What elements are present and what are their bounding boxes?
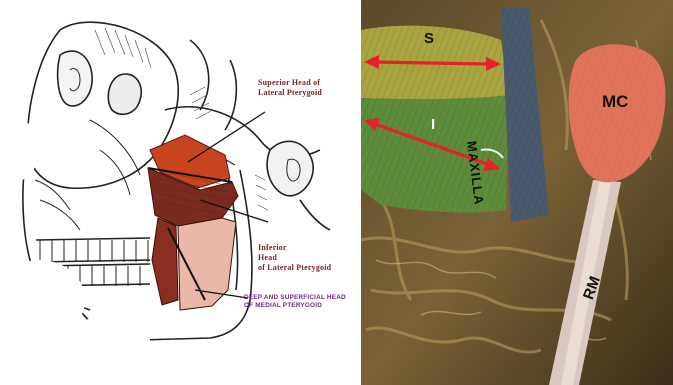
skull-illustration-panel: Superior Head of Lateral Pterygoid Infer…: [0, 0, 353, 385]
superior-arrow: [375, 62, 487, 64]
label-inferior-head-line3: of Lateral Pterygoid: [258, 263, 331, 273]
label-superior-head: Superior Head of Lateral Pterygoid: [258, 78, 322, 98]
label-mandibular-condyle: MC: [602, 92, 628, 112]
medial-pterygoid-deep: [152, 218, 178, 305]
label-superior-s: S: [424, 30, 434, 47]
label-medial-pterygoid: DEEP AND SUPERFICIAL HEAD OF MEDIAL PTER…: [244, 294, 346, 310]
label-superior-head-line2: Lateral Pterygoid: [258, 88, 322, 98]
label-inferior-i: I: [431, 116, 435, 133]
label-superior-head-line1: Superior Head of: [258, 78, 322, 88]
label-inferior-head: Inferior Head of Lateral Pterygoid: [258, 243, 331, 273]
label-medial-line2: OF MEDIAL PTERYGOID: [244, 302, 346, 310]
dissection-photo-panel: S I MAXILLA MC RM: [361, 0, 673, 385]
label-medial-line1: DEEP AND SUPERFICIAL HEAD: [244, 294, 346, 302]
erased-areas: [0, 120, 150, 365]
dissection-photo: [361, 0, 673, 385]
skull-drawing: [0, 0, 353, 385]
label-inferior-head-line2: Head: [258, 253, 331, 263]
label-inferior-head-line1: Inferior: [258, 243, 331, 253]
